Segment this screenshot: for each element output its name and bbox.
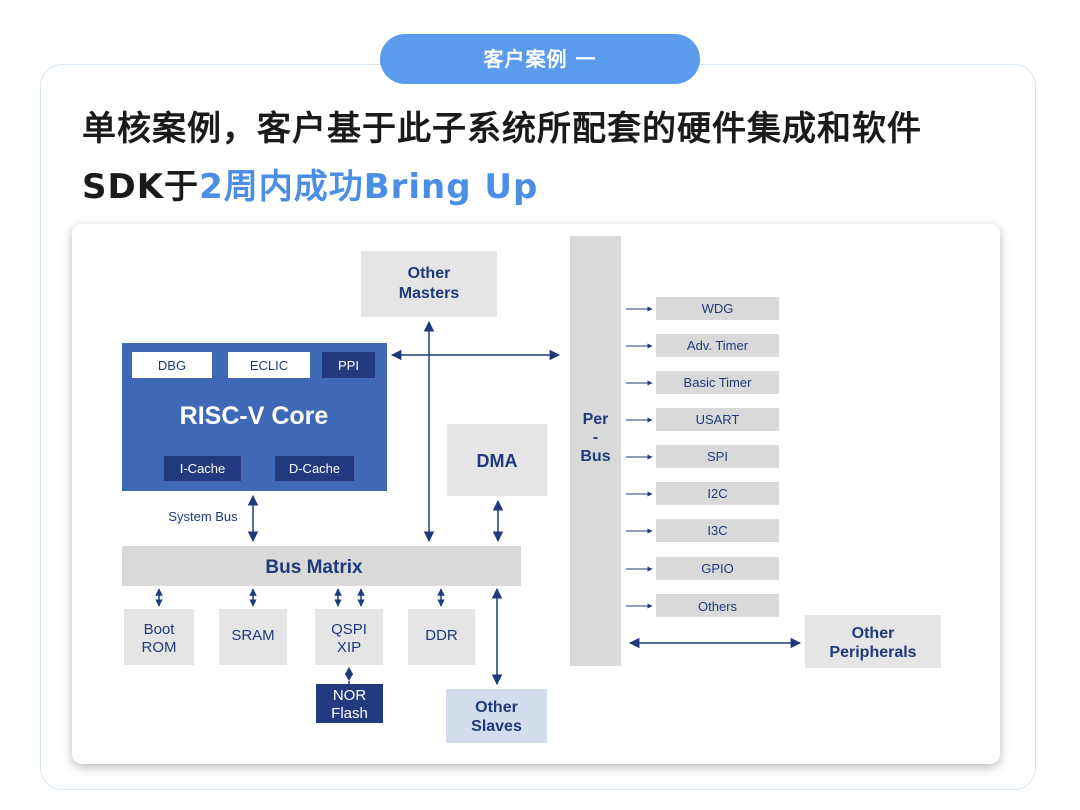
- peripheral-i3c: [656, 519, 779, 542]
- qspi-xip-label-2: XIP: [337, 639, 361, 656]
- other-slaves-label-1: Other: [475, 699, 518, 716]
- eclic-label: ECLIC: [250, 358, 288, 373]
- headline-prefix: SDK于: [82, 167, 200, 207]
- dma-block: [447, 424, 547, 496]
- sram-label: SRAM: [231, 627, 274, 644]
- ddr-block: [408, 609, 475, 665]
- other-peripherals-label-2: Peripherals: [829, 644, 916, 661]
- system-bus-label: System Bus: [168, 509, 238, 524]
- other-peripherals-block: [805, 615, 941, 668]
- headline-line-2: SDK于2周内成功Bring Up: [82, 158, 1022, 216]
- peripheral-i2c-label: I2C: [707, 486, 727, 501]
- peripheral-others-label: Others: [698, 599, 738, 614]
- icache-label: I-Cache: [180, 461, 226, 476]
- qspi-xip-label-1: QSPI: [331, 621, 367, 638]
- headline-accent: 2周内成功Bring Up: [199, 167, 539, 207]
- case-banner: 客户案例 一: [380, 34, 700, 84]
- qspi-xip-block: [315, 609, 383, 665]
- bus-matrix-block: [122, 546, 521, 586]
- ppi-label: PPI: [338, 358, 359, 373]
- headline-line-1: 单核案例，客户基于此子系统所配套的硬件集成和软件: [82, 109, 922, 149]
- peripheral-list: WDG Adv. Timer Basic Timer USART SPI I2C…: [626, 297, 779, 617]
- nor-flash-label-1: NOR: [333, 687, 367, 704]
- per-bus-label-1: Per: [583, 411, 609, 428]
- other-masters-block: [361, 251, 497, 317]
- per-bus-label-3: Bus: [580, 448, 610, 465]
- dbg-block: [132, 352, 212, 378]
- bus-matrix-label: Bus Matrix: [265, 557, 363, 578]
- boot-rom-label-2: ROM: [142, 639, 177, 656]
- peripheral-basic-timer-label: Basic Timer: [684, 375, 753, 390]
- other-slaves-label-2: Slaves: [471, 718, 522, 735]
- peripheral-spi: [656, 445, 779, 468]
- peripheral-gpio: [656, 557, 779, 580]
- peripheral-spi-label: SPI: [707, 449, 728, 464]
- eclic-block: [228, 352, 310, 378]
- boot-rom-block: [124, 609, 194, 665]
- dma-label: DMA: [477, 451, 518, 471]
- icache-block: [164, 456, 241, 481]
- ddr-label: DDR: [425, 627, 458, 644]
- peripheral-adv-timer: [656, 334, 779, 357]
- dcache-block: [275, 456, 354, 481]
- headline: 单核案例，客户基于此子系统所配套的硬件集成和软件 SDK于2周内成功Bring …: [82, 100, 1022, 216]
- qspi-to-nor-connector: [345, 667, 353, 681]
- nor-flash-label-2: Flash: [331, 705, 368, 722]
- peripheral-adv-timer-label: Adv. Timer: [687, 338, 749, 353]
- nor-flash-block: [316, 684, 383, 723]
- per-bus-block: [570, 236, 621, 666]
- peripheral-usart: [656, 408, 779, 431]
- peripheral-basic-timer: [656, 371, 779, 394]
- per-bus-label-2: -: [593, 429, 598, 446]
- other-masters-label-1: Other: [408, 265, 451, 282]
- other-peripherals-label-1: Other: [852, 625, 895, 642]
- other-slaves-block: [446, 689, 547, 743]
- peripheral-gpio-label: GPIO: [701, 561, 734, 576]
- peripheral-others: [656, 594, 779, 617]
- ppi-block: [322, 352, 375, 378]
- other-masters-label-2: Masters: [399, 285, 460, 302]
- peripheral-i2c: [656, 482, 779, 505]
- dbg-label: DBG: [158, 358, 186, 373]
- peripheral-i3c-label: I3C: [707, 523, 727, 538]
- peripheral-usart-label: USART: [696, 412, 740, 427]
- sram-block: [219, 609, 287, 665]
- peripheral-wdg-label: WDG: [702, 301, 734, 316]
- boot-rom-label-1: Boot: [144, 621, 176, 638]
- peripheral-wdg: [656, 297, 779, 320]
- risc-v-core-title: RISC-V Core: [180, 402, 329, 430]
- dcache-label: D-Cache: [289, 461, 340, 476]
